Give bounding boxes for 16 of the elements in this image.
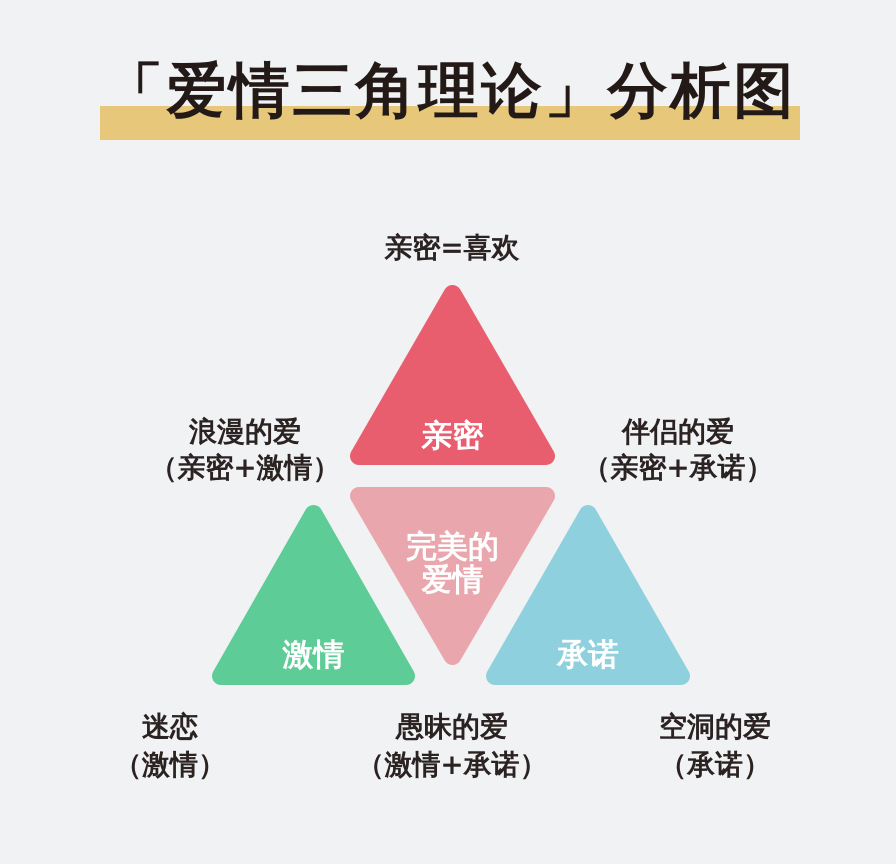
- triangle: [350, 285, 555, 465]
- love-type-label: 愚昧的爱: [396, 711, 508, 743]
- triangle-label: 激情: [282, 639, 344, 672]
- formula-label: （亲密+激情）: [149, 452, 341, 484]
- formula-label: （亲密+承诺）: [582, 452, 774, 484]
- caption-text: 迷恋: [142, 711, 198, 743]
- triangle-label: 承诺: [557, 639, 619, 672]
- formula-label: （承诺）: [659, 749, 771, 781]
- formula-label: （激情）: [114, 749, 226, 781]
- love-type-label: 伴侣的爱: [622, 416, 734, 448]
- formula-label: （激情+承诺）: [356, 749, 548, 781]
- caption-text: 亲密=喜欢: [384, 232, 520, 264]
- caption-text: 空洞的爱: [659, 711, 771, 743]
- triangle-label: 亲密: [422, 420, 484, 453]
- triangle-label: 完美的爱情: [405, 531, 500, 597]
- love-type-label: 浪漫的爱: [189, 416, 301, 448]
